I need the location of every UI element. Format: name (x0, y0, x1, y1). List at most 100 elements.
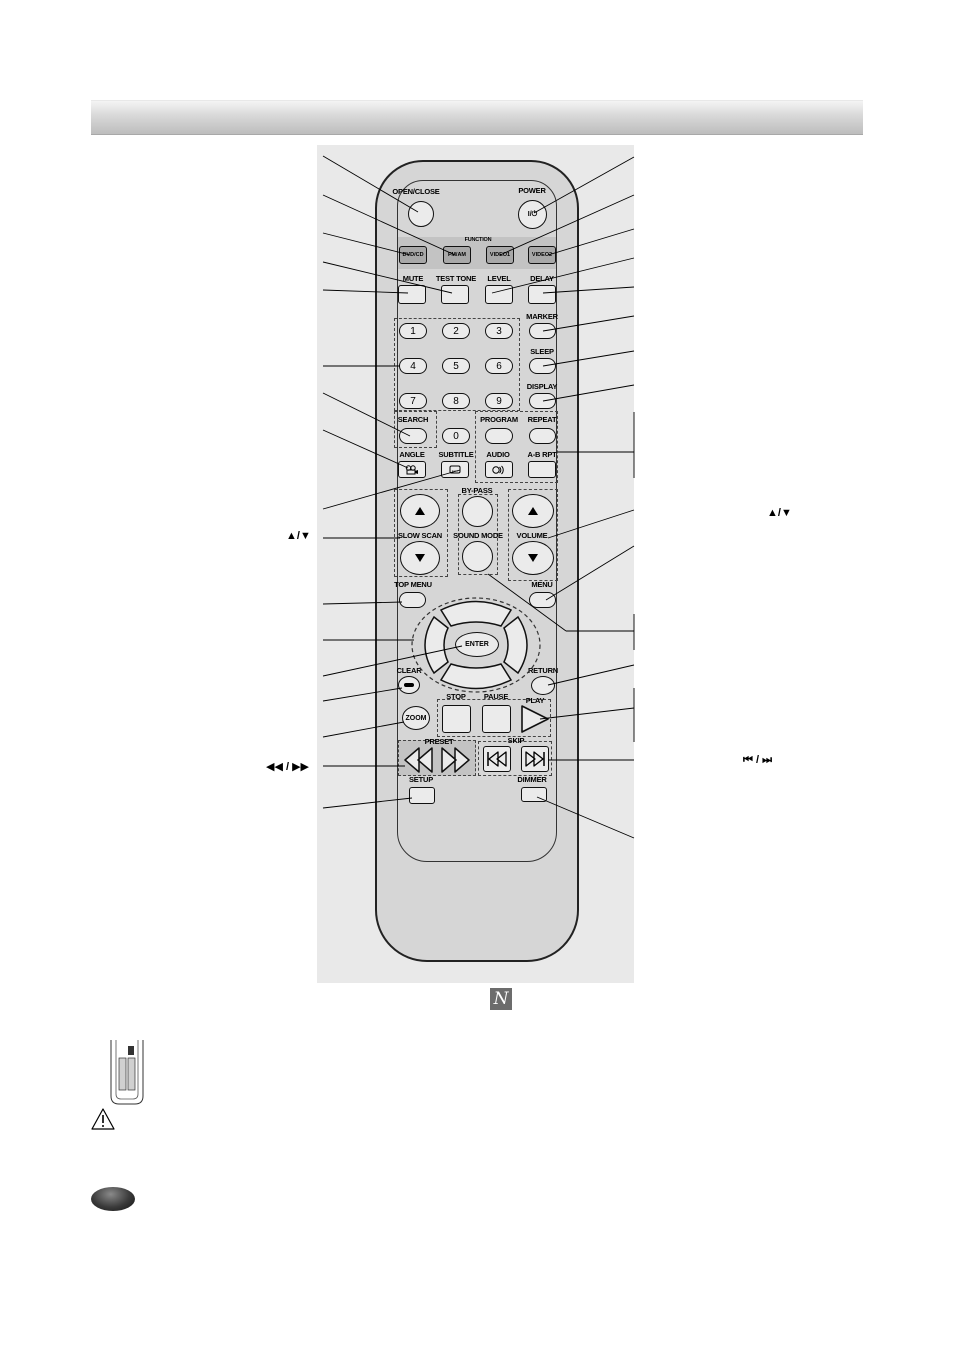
function-label: FUNCTION (464, 237, 492, 243)
pause-label: PAUSE (483, 692, 509, 701)
dimmer-button[interactable] (521, 787, 547, 802)
sleep-label: SLEEP (530, 347, 554, 356)
zoom-button[interactable]: ZOOM (402, 706, 430, 730)
by-pass-button[interactable] (462, 496, 493, 527)
power-label: POWER (518, 186, 546, 195)
search-label: SEARCH (397, 415, 429, 424)
up-down-annotation-left: ▲/▼ (286, 530, 311, 542)
subtitle-button[interactable] (441, 461, 469, 478)
repeat-button[interactable] (529, 428, 556, 444)
open-close-button[interactable] (408, 201, 434, 227)
preset-down-button[interactable] (402, 746, 434, 774)
audio-label: AUDIO (486, 450, 510, 459)
setup-button[interactable] (409, 787, 435, 804)
display-button[interactable] (529, 393, 556, 409)
repeat-label: REPEAT (527, 415, 557, 424)
program-group-outline (475, 411, 558, 483)
mute-button[interactable] (398, 285, 426, 304)
triangle-up-icon (415, 507, 425, 515)
sound-mode-button[interactable] (462, 541, 493, 572)
power-button[interactable]: I/⏻ (518, 200, 547, 229)
digit-9-button[interactable]: 9 (485, 393, 513, 409)
fm-am-button[interactable]: FM/AM (443, 246, 471, 264)
delay-button[interactable] (528, 285, 556, 304)
marker-label: MARKER (526, 312, 558, 321)
skip-back-button[interactable] (483, 746, 511, 772)
test-tone-button[interactable] (441, 285, 469, 304)
sound-mode-label: SOUND MODE (453, 531, 503, 540)
play-button[interactable] (519, 704, 551, 734)
open-close-label: OPEN/CLOSE (392, 187, 440, 196)
play-label: PLAY (525, 696, 545, 705)
volume-down-button[interactable] (512, 541, 554, 575)
menu-label: MENU (531, 580, 553, 589)
play-icon (521, 705, 549, 733)
audio-icon (492, 465, 504, 474)
sound-mode-group-outline (458, 494, 498, 575)
clear-button[interactable] (398, 676, 420, 694)
fast-forward-icon (441, 747, 470, 773)
digit-4-button[interactable]: 4 (399, 358, 427, 374)
mute-label: MUTE (402, 274, 424, 283)
angle-button[interactable] (398, 461, 426, 478)
volume-up-button[interactable] (512, 494, 554, 528)
skip-forward-button[interactable] (521, 746, 549, 772)
preset-group-outline (398, 740, 476, 776)
top-menu-button[interactable] (399, 592, 426, 608)
enter-button[interactable]: ENTER (455, 632, 499, 657)
rewind-icon (404, 747, 433, 773)
return-label: RETURN (527, 666, 559, 675)
skip-back-icon (487, 751, 507, 767)
slow-scan-down-button[interactable] (400, 541, 440, 575)
digit-0-button[interactable]: 0 (442, 428, 470, 444)
section-header-bar (91, 100, 863, 135)
digit-5-button[interactable]: 5 (442, 358, 470, 374)
video2-button[interactable]: VIDEO2 (528, 246, 556, 264)
clear-label: CLEAR (396, 666, 422, 675)
stop-label: STOP (446, 692, 466, 701)
digit-1-button[interactable]: 1 (399, 323, 427, 339)
audio-button[interactable] (485, 461, 513, 478)
level-label: LEVEL (487, 274, 511, 283)
digit-3-button[interactable]: 3 (485, 323, 513, 339)
test-tone-label: TEST TONE (435, 274, 477, 283)
angle-label: ANGLE (399, 450, 425, 459)
triangle-down-icon (415, 554, 425, 562)
dvd-cd-button[interactable]: DVD/CD (399, 246, 427, 264)
pause-button[interactable] (482, 705, 511, 733)
program-label: PROGRAM (480, 415, 518, 424)
slow-scan-up-button[interactable] (400, 494, 440, 528)
digit-7-button[interactable]: 7 (399, 393, 427, 409)
remote-battery-thumbnail (110, 1040, 144, 1105)
skip-group-outline (478, 741, 552, 776)
marker-button[interactable] (529, 323, 556, 339)
ab-rpt-button[interactable] (528, 461, 556, 478)
triangle-down-icon (528, 554, 538, 562)
menu-button[interactable] (529, 592, 556, 608)
preset-up-button[interactable] (440, 746, 472, 774)
video1-button[interactable]: VIDEO1 (486, 246, 514, 264)
level-button[interactable] (485, 285, 513, 304)
digit-2-button[interactable]: 2 (442, 323, 470, 339)
return-button[interactable] (531, 676, 555, 695)
sleep-button[interactable] (529, 358, 556, 374)
search-button[interactable] (399, 428, 427, 444)
note-icon: N (490, 988, 512, 1010)
camera-icon (405, 464, 418, 474)
rew-ff-annotation: ◀◀ / ▶▶ (266, 761, 310, 773)
numpad-group-outline (394, 318, 520, 411)
preset-label: PRESET (424, 737, 454, 746)
digit-6-button[interactable]: 6 (485, 358, 513, 374)
skip-forward-icon (525, 751, 545, 767)
volume-label: VOLUME (516, 531, 548, 540)
up-down-annotation-right: ▲/▼ (767, 507, 792, 519)
slow-scan-label: SLOW SCAN (397, 531, 443, 540)
ab-rpt-label: A-B RPT (527, 450, 557, 459)
minus-icon (404, 683, 414, 687)
page-tab-icon (91, 1187, 135, 1211)
program-button[interactable] (485, 428, 513, 444)
setup-label: SETUP (408, 775, 434, 784)
stop-button[interactable] (442, 705, 471, 733)
digit-8-button[interactable]: 8 (442, 393, 470, 409)
subtitle-icon (449, 465, 461, 473)
